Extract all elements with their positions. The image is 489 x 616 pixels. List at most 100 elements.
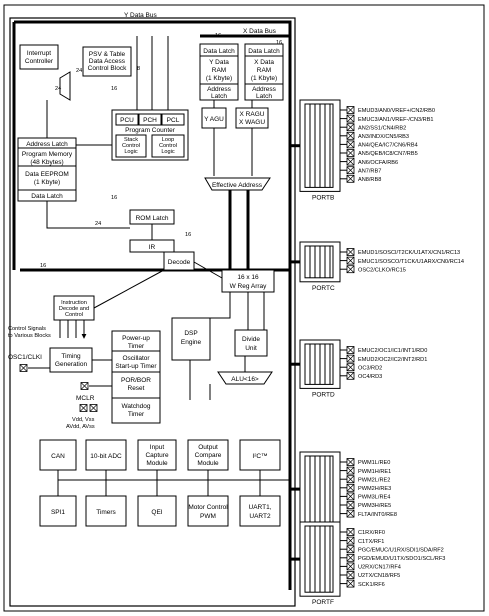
pin-icon[interactable] xyxy=(346,265,355,274)
pin-icon[interactable] xyxy=(346,123,355,132)
pin-label: U2RX/CN17/RF4 xyxy=(358,565,401,571)
pin-icon[interactable] xyxy=(346,166,355,175)
interrupt-controller: Interrupt Controller xyxy=(19,44,59,70)
pin-icon[interactable] xyxy=(346,492,355,501)
svg-text:PWM: PWM xyxy=(200,513,216,520)
pin-label: PWM2L/RE2 xyxy=(358,477,390,483)
pin-icon[interactable] xyxy=(346,346,355,354)
pin-icon[interactable] xyxy=(346,553,355,562)
pin-icon[interactable] xyxy=(346,458,355,466)
pin-label: SCK1/RF6 xyxy=(358,582,385,588)
svg-text:(1 Kbyte): (1 Kbyte) xyxy=(206,75,232,82)
svg-text:16: 16 xyxy=(40,263,46,269)
pin-icon[interactable] xyxy=(346,140,355,149)
pin-icon[interactable] xyxy=(346,509,355,518)
svg-text:10-bit ADC: 10-bit ADC xyxy=(90,453,122,460)
svg-text:SPI1: SPI1 xyxy=(51,509,65,516)
port-name: PORTF xyxy=(312,599,334,606)
svg-text:POR/BOR: POR/BOR xyxy=(121,377,151,384)
y-data-ram-group: Data Latch Y Data RAM (1 Kbyte) Address … xyxy=(199,43,239,101)
pin-label: PGC/EMUC/U1RX/SDI1/SDA/RF2 xyxy=(358,547,444,553)
svg-text:Control: Control xyxy=(65,312,83,318)
svg-text:8: 8 xyxy=(137,66,140,72)
input-capture-module: Input Capture Module xyxy=(137,439,177,471)
svg-text:ROM Latch: ROM Latch xyxy=(136,215,169,222)
svg-text:Logic: Logic xyxy=(124,149,138,155)
svg-text:Module: Module xyxy=(197,460,219,467)
pin-icon[interactable] xyxy=(346,536,355,545)
pin-icon[interactable] xyxy=(346,528,355,536)
pin-label: EMUD2/OC2/IC2/INT2/RD1 xyxy=(358,357,427,363)
timing-generation: Timing Generation xyxy=(49,347,93,373)
pin-label: PWM3L/RE4 xyxy=(358,495,390,501)
pin-icon[interactable] xyxy=(346,149,355,157)
svg-text:Power-up: Power-up xyxy=(122,335,150,342)
svg-text:PCU: PCU xyxy=(120,117,134,124)
svg-text:Input: Input xyxy=(150,444,165,451)
pin-icon[interactable] xyxy=(346,562,355,571)
pin-icon[interactable] xyxy=(346,174,355,183)
osc1-pin[interactable]: OSC1/CLKI xyxy=(8,354,42,372)
svg-text:Data Latch: Data Latch xyxy=(248,48,280,55)
pin-icon[interactable] xyxy=(346,248,355,256)
port-portc: PORTCEMUD1/SOSCI/T2CK/U1ATX/CN1/RC13EMUC… xyxy=(290,241,464,292)
svg-text:Loop: Loop xyxy=(162,137,174,143)
pin-icon[interactable] xyxy=(346,106,355,114)
pin-icon[interactable] xyxy=(346,256,355,265)
svg-text:Latch: Latch xyxy=(256,93,272,100)
svg-text:Watchdog: Watchdog xyxy=(121,403,150,410)
svg-text:16: 16 xyxy=(185,232,191,238)
pin-icon[interactable] xyxy=(346,501,355,509)
pin-icon[interactable] xyxy=(346,354,355,363)
control-signals-label: Control Signals to Various Blocks xyxy=(8,326,51,339)
svg-text:Address Latch: Address Latch xyxy=(26,141,68,148)
pin-icon[interactable] xyxy=(346,579,355,588)
port-name: PORTB xyxy=(312,194,334,201)
svg-text:RAM: RAM xyxy=(257,67,271,74)
pin-icon[interactable] xyxy=(346,157,355,166)
pin-icon[interactable] xyxy=(346,114,355,123)
pin-label: AN3/INDX/CN5/RB3 xyxy=(358,134,409,140)
svg-text:I²C™: I²C™ xyxy=(252,453,267,460)
port-name: PORTD xyxy=(312,391,335,398)
svg-text:RAM: RAM xyxy=(212,67,226,74)
port-porte: PORTEPWM1L/RE0PWM1H/RE1PWM2L/RE2PWM2H/RE… xyxy=(290,451,397,536)
pin-label: AN6/OCFA/RB6 xyxy=(358,160,398,166)
instruction-decode: Instruction Decode and Control xyxy=(53,295,95,321)
pin-label: PWM2H/RE3 xyxy=(358,486,391,492)
psv-table-block: PSV & Table Data Access Control Block xyxy=(82,46,132,77)
pin-icon[interactable] xyxy=(346,475,355,484)
pin-label: U2TX/CN18/RF5 xyxy=(358,573,400,579)
svg-text:16: 16 xyxy=(215,33,221,39)
svg-text:Oscillator: Oscillator xyxy=(122,355,150,362)
pin-icon[interactable] xyxy=(346,483,355,492)
pin-icon[interactable] xyxy=(346,545,355,554)
can-module: CAN xyxy=(39,439,77,471)
pin-label: PGD/EMUD/U1TX/SDO1/SCL/RF3 xyxy=(358,556,445,562)
svg-text:UART1,: UART1, xyxy=(249,504,272,511)
svg-text:ALU<16>: ALU<16> xyxy=(231,376,259,383)
svg-text:Motor Control: Motor Control xyxy=(188,504,228,511)
pin-icon[interactable] xyxy=(346,363,355,372)
svg-text:PCH: PCH xyxy=(143,117,157,124)
svg-text:Program Memory: Program Memory xyxy=(22,151,73,158)
pin-icon[interactable] xyxy=(346,571,355,579)
mclr-pin[interactable]: MCLR xyxy=(76,382,95,403)
pin-icon[interactable] xyxy=(346,371,355,380)
svg-text:Y AGU: Y AGU xyxy=(204,116,224,123)
svg-text:24: 24 xyxy=(76,68,82,74)
svg-text:AVdd, AVss: AVdd, AVss xyxy=(66,424,95,430)
pin-icon[interactable] xyxy=(346,466,355,475)
svg-text:Reset: Reset xyxy=(128,385,145,392)
agu-group: Y AGU X RAGU X WAGU xyxy=(201,107,269,129)
effective-address xyxy=(204,177,271,191)
pin-icon[interactable] xyxy=(346,131,355,140)
pin-label: AN5/QEB/IC8/CN7/RB5 xyxy=(358,151,418,157)
svg-text:UART2: UART2 xyxy=(249,513,271,520)
svg-text:(48 Kbytes): (48 Kbytes) xyxy=(30,159,63,166)
port-name: PORTC xyxy=(312,285,335,292)
motor-control-pwm-module: Motor Control PWM xyxy=(187,495,229,527)
chip-boundary xyxy=(9,17,296,607)
svg-text:Timer: Timer xyxy=(128,343,145,350)
svg-text:Vdd, Vss: Vdd, Vss xyxy=(72,417,95,423)
